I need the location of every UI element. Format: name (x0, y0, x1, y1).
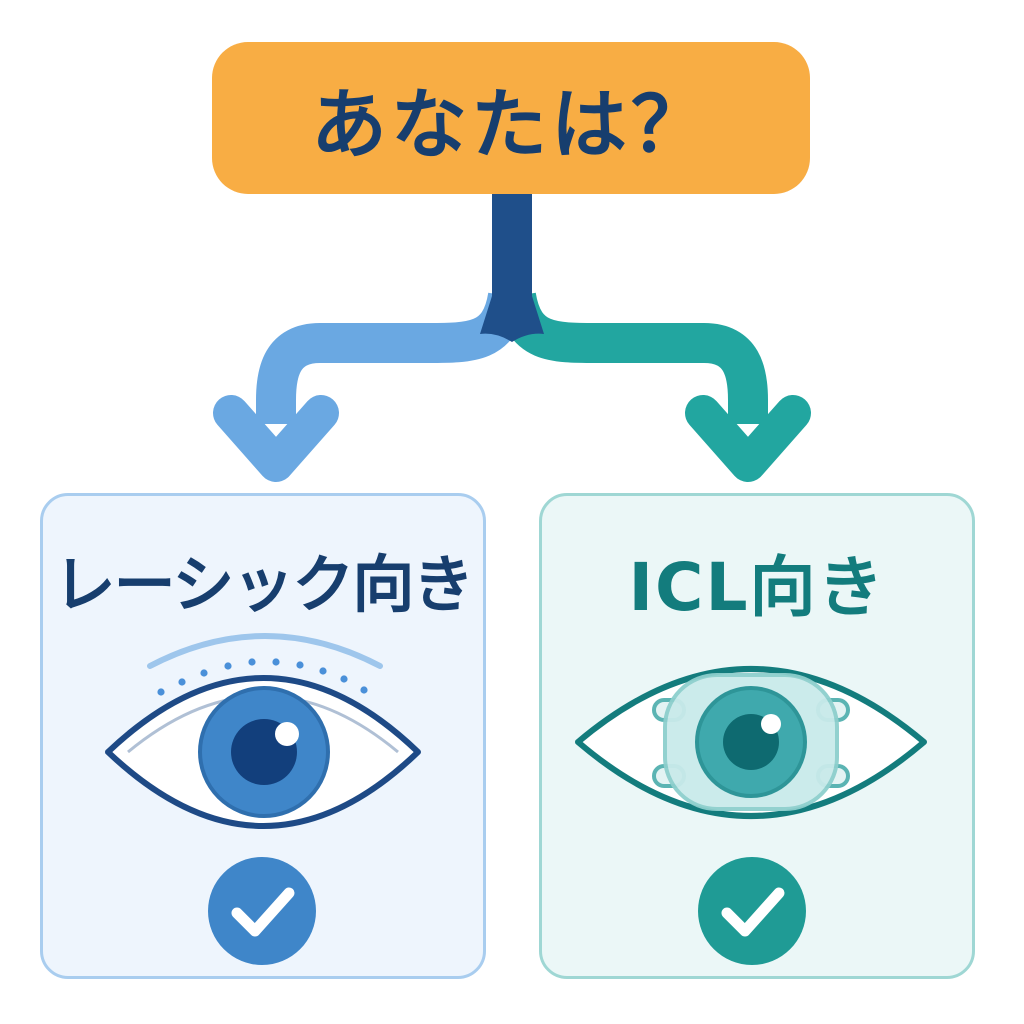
option-title-lasik: レーシック向き (53, 548, 475, 621)
icl-eye-icon (575, 666, 927, 819)
question-text: あなたは？ (311, 80, 711, 169)
right-arrowhead (685, 395, 811, 482)
icl-highlight (761, 714, 781, 734)
option-title-icl: ICL向き (628, 549, 886, 626)
icl-check-icon (698, 857, 806, 965)
laser-dots (157, 658, 368, 696)
question-box: あなたは？ (212, 42, 810, 194)
laser-eye-icon (105, 633, 421, 829)
lasik-highlight (275, 722, 299, 746)
left-arrowhead (213, 395, 339, 482)
lasik-check-icon (208, 857, 316, 965)
stem-junction (480, 296, 544, 342)
laser-beam-arc (147, 633, 383, 669)
